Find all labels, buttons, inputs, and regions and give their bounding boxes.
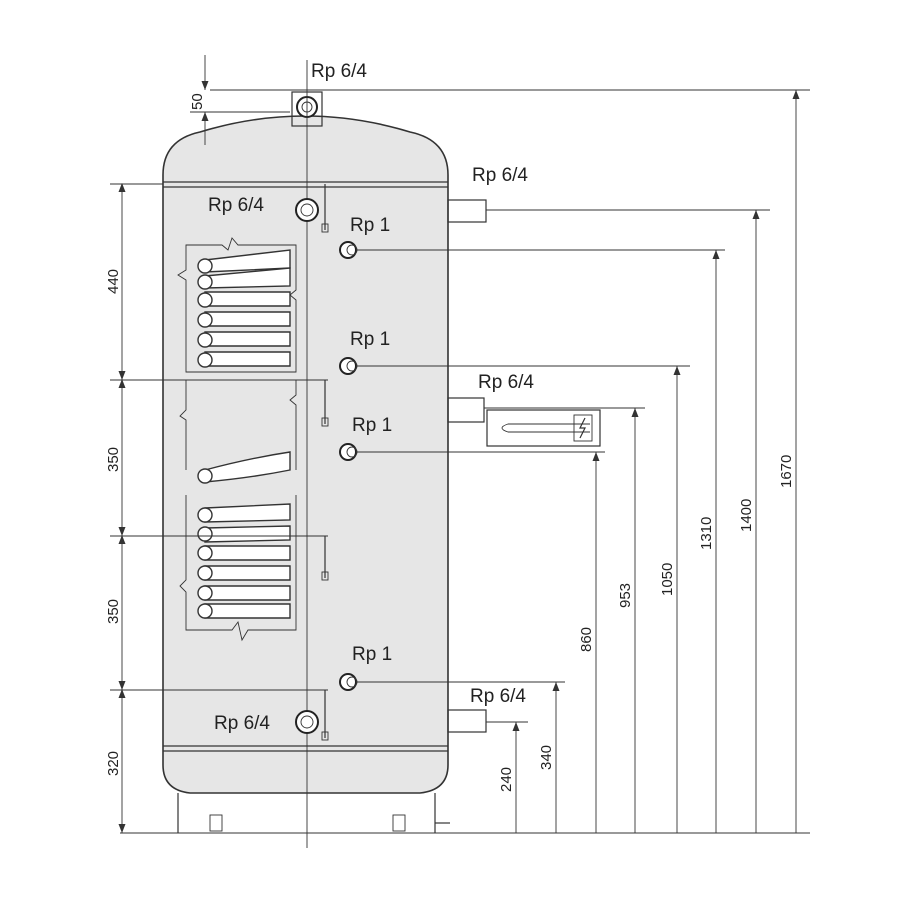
dim-upper-section: 440 [105, 269, 122, 294]
side-nozzles [447, 199, 487, 733]
dim-1050: 1050 [659, 563, 676, 596]
dim-953: 953 [617, 583, 634, 608]
dim-340: 340 [538, 745, 555, 770]
dim-1310: 1310 [698, 517, 715, 550]
label-top-outlet: Rp 6/4 [311, 61, 367, 82]
dim-1670: 1670 [778, 455, 795, 488]
label-lower-coil-outlet: Rp 6/4 [214, 713, 270, 734]
right-dimensions [120, 89, 810, 834]
dim-lower-section: 350 [105, 599, 122, 624]
dim-240: 240 [498, 767, 515, 792]
left-dimensions [110, 55, 328, 833]
upper-coil [177, 237, 297, 470]
label-heater-port: Rp 6/4 [478, 372, 534, 393]
dimension-labels: 50 440 350 350 320 240 340 860 953 1050 … [105, 93, 795, 792]
label-lower-side-inlet: Rp 6/4 [470, 686, 526, 707]
dim-top-offset: 50 [189, 93, 206, 110]
connection-labels: Rp 6/4 Rp 6/4 Rp 6/4 Rp 1 Rp 1 Rp 6/4 Rp… [208, 61, 534, 734]
label-middle-sensor: Rp 1 [350, 329, 390, 350]
dim-middle-section: 350 [105, 447, 122, 472]
label-upper-sensor: Rp 1 [350, 215, 390, 236]
dim-bottom-section: 320 [105, 751, 122, 776]
label-upper-coil-inlet: Rp 6/4 [208, 195, 264, 216]
lower-coil [179, 451, 297, 642]
label-lower-sensor-2: Rp 1 [352, 644, 392, 665]
dim-860: 860 [578, 627, 595, 652]
sensor-pockets [321, 184, 329, 741]
label-lower-sensor-1: Rp 1 [352, 415, 392, 436]
electric-heater [486, 409, 601, 447]
dim-1400: 1400 [738, 499, 755, 532]
label-upper-side-outlet: Rp 6/4 [472, 165, 528, 186]
